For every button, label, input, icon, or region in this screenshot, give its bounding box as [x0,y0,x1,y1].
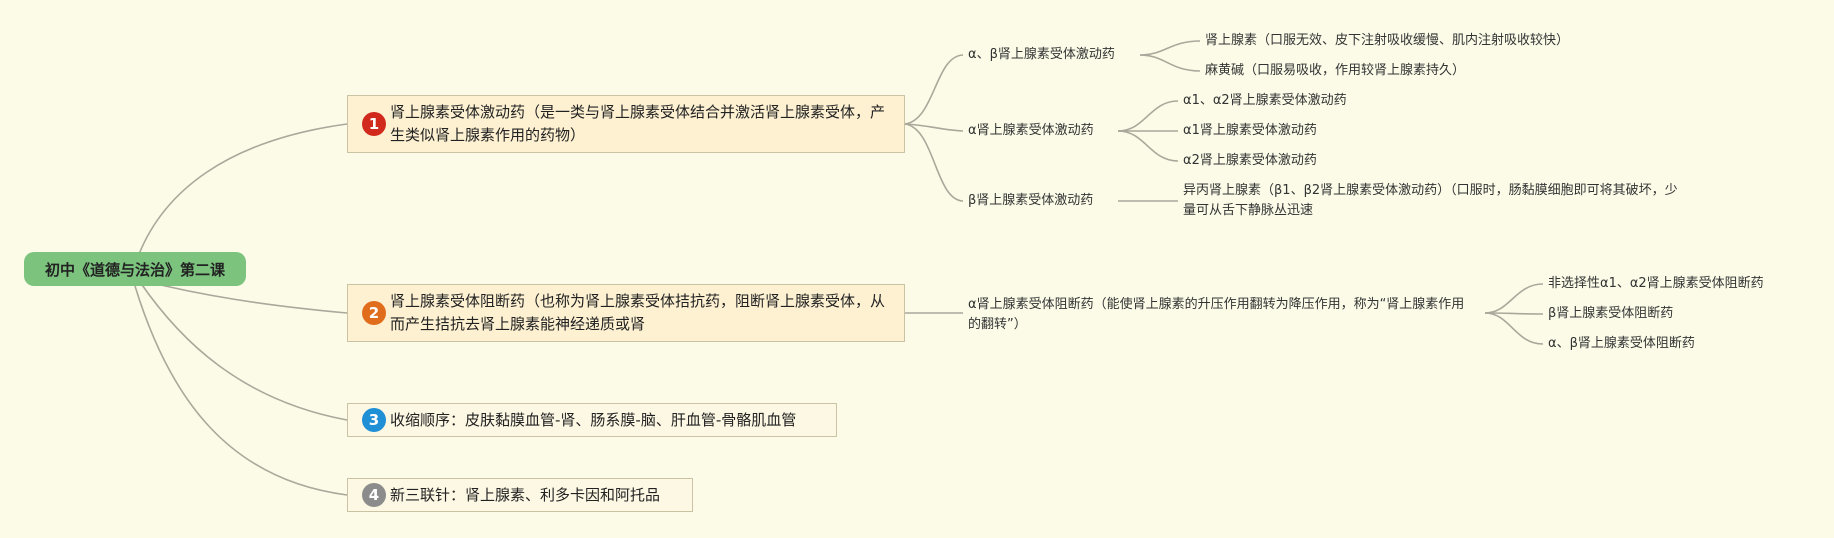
number-1-icon: 1 [362,112,386,136]
topic-alpha1-agonists[interactable]: α1肾上腺素受体激动药 [1183,123,1317,138]
topic-alpha-blockers[interactable]: α肾上腺素受体阻断药（能使肾上腺素的升压作用翻转为降压作用，称为“肾上腺素作用的… [968,297,1465,332]
branch-3-contraction-order[interactable]: 3 收缩顺序：皮肤黏膜血管-肾、肠系膜-脑、肝血管-骨骼肌血管 [347,403,837,437]
topic-nonselective-alpha-blockers[interactable]: 非选择性α1、α2肾上腺素受体阻断药 [1548,276,1764,291]
branch-2-adrenergic-antagonists[interactable]: 2 肾上腺素受体阻断药（也称为肾上腺素受体拮抗药，阻断肾上腺素受体，从而产生拮抗… [347,284,905,342]
branch-1-adrenergic-agonists[interactable]: 1 肾上腺素受体激动药（是一类与肾上腺素受体结合并激活肾上腺素受体，产生类似肾上… [347,95,905,153]
root-topic-label: 初中《道德与法治》第二课 [44,260,225,279]
topic-ephedrine[interactable]: 麻黄碱（口服易吸收，作用较肾上腺素持久） [1205,63,1466,78]
number-4-icon: 4 [362,483,386,507]
branch-1-label: 肾上腺素受体激动药（是一类与肾上腺素受体结合并激活肾上腺素受体，产生类似肾上腺素… [390,103,886,144]
topic-alpha-agonists[interactable]: α肾上腺素受体激动药 [968,123,1094,138]
branch-2-label: 肾上腺素受体阻断药（也称为肾上腺素受体拮抗药，阻断肾上腺素受体，从而产生拮抗去肾… [390,292,886,333]
branch-4-triple-injection[interactable]: 4 新三联针：肾上腺素、利多卡因和阿托品 [347,478,693,512]
number-2-icon: 2 [362,301,386,325]
branch-4-label: 新三联针：肾上腺素、利多卡因和阿托品 [390,485,661,504]
number-3-icon: 3 [362,408,386,432]
branch-3-label: 收缩顺序：皮肤黏膜血管-肾、肠系膜-脑、肝血管-骨骼肌血管 [390,410,797,429]
root-topic[interactable]: 初中《道德与法治》第二课 [24,252,246,286]
topic-adrenaline[interactable]: 肾上腺素（口服无效、皮下注射吸收缓慢、肌内注射吸收较快） [1205,33,1570,48]
topic-beta-agonists[interactable]: β肾上腺素受体激动药 [968,193,1094,208]
topic-beta-blockers[interactable]: β肾上腺素受体阻断药 [1548,306,1674,321]
topic-alpha-beta-agonists[interactable]: α、β肾上腺素受体激动药 [968,47,1115,62]
topic-isoprenaline[interactable]: 异丙肾上腺素（β1、β2肾上腺素受体激动药）（口服时，肠黏膜细胞即可将其破坏，少… [1183,183,1678,218]
topic-alpha-beta-blockers[interactable]: α、β肾上腺素受体阻断药 [1548,336,1695,351]
topic-alpha1-alpha2-agonists[interactable]: α1、α2肾上腺素受体激动药 [1183,93,1347,108]
topic-alpha2-agonists[interactable]: α2肾上腺素受体激动药 [1183,153,1317,168]
